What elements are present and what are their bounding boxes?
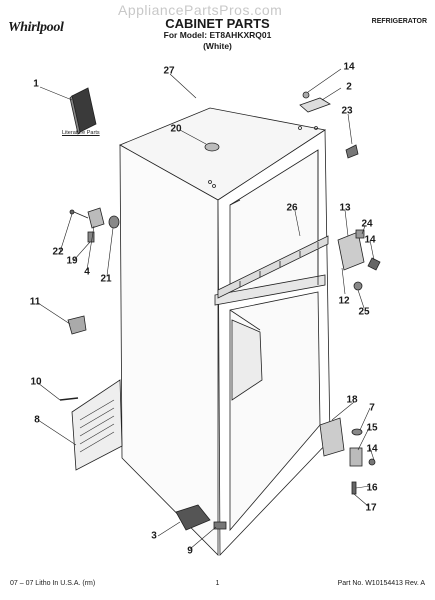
- callout-10: 10: [30, 376, 42, 388]
- callout-4: 4: [84, 266, 90, 278]
- callout-12: 12: [338, 295, 350, 307]
- model-variant: (White): [203, 41, 232, 51]
- grille-panel: [71, 379, 123, 471]
- callout-14-middle: 14: [364, 234, 376, 246]
- cabinet-body: [119, 107, 331, 556]
- footer-page-number: 1: [215, 580, 220, 587]
- footer-litho: 07 – 07 Litho In U.S.A. (rm): [10, 580, 96, 587]
- callout-2: 2: [346, 81, 352, 93]
- left-hinge-group: [69, 207, 120, 243]
- callout-11: 11: [29, 296, 41, 308]
- category-label: REFRIGERATOR: [371, 18, 427, 25]
- callout-8: 8: [34, 414, 40, 426]
- plug-part: [204, 142, 220, 152]
- callout-3: 3: [151, 530, 157, 542]
- roller-part: [213, 521, 227, 530]
- callout-22: 22: [52, 246, 64, 258]
- literature-book: [71, 87, 97, 133]
- footer-part-number: Part No. W10154413 Rev. A: [337, 580, 425, 587]
- callout-26: 26: [286, 202, 298, 214]
- callout-18: 18: [346, 394, 358, 406]
- model-line: For Model: ET8AHKXRQ01: [163, 30, 272, 40]
- top-hinge: [299, 91, 331, 113]
- callout-23: 23: [341, 105, 353, 117]
- hinge-cap: [345, 144, 359, 159]
- callout-21: 21: [100, 273, 112, 285]
- center-hinge-group: [337, 229, 381, 291]
- callout-1: 1: [33, 78, 39, 90]
- literature-parts-label: Literature Parts: [62, 130, 100, 136]
- callout-14-bottom: 14: [366, 443, 378, 455]
- callout-16: 16: [366, 482, 378, 494]
- bottom-hinge-group: [319, 417, 376, 495]
- callout-15: 15: [366, 422, 378, 434]
- callout-9: 9: [187, 545, 193, 557]
- clip-part: [67, 315, 87, 335]
- callout-20: 20: [170, 123, 182, 135]
- watermark-text: AppliancePartsPros.com: [118, 2, 283, 18]
- callout-14-top: 14: [343, 61, 355, 73]
- callout-7: 7: [369, 402, 375, 414]
- screw-part-10: [59, 397, 79, 401]
- leveling-block: [175, 504, 211, 531]
- brand-logo: Whirlpool: [8, 20, 64, 35]
- callout-24: 24: [361, 218, 373, 230]
- callout-25: 25: [358, 306, 370, 318]
- callout-13: 13: [339, 202, 351, 214]
- page-title: CABINET PARTS: [165, 16, 270, 31]
- callout-27: 27: [163, 65, 175, 77]
- callout-19: 19: [66, 255, 78, 267]
- callout-17: 17: [365, 502, 377, 514]
